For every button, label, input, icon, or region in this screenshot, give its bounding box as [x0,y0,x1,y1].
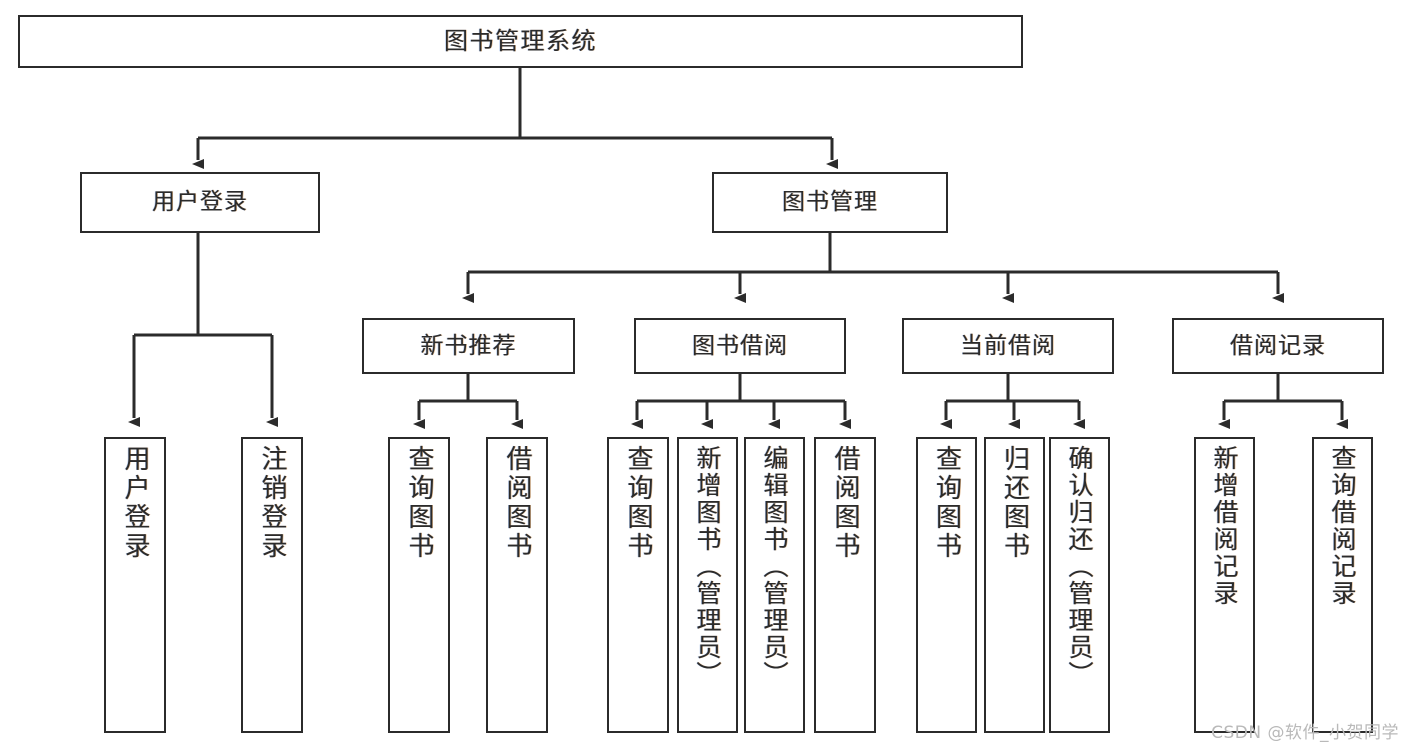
node-label: 借阅图书 [502,445,532,561]
node-label: 图书管理 [782,189,878,216]
leaf-borrow-book[interactable]: 借阅图书 [814,437,876,733]
node-label: 查询图书 [404,445,434,561]
node-label: 当前借阅 [960,332,1056,359]
node-user-login[interactable]: 用户登录 [80,172,320,233]
leaf-confirm-return-admin[interactable]: 确认归还（管理员） [1049,437,1110,733]
node-label: 用户登录 [152,189,248,216]
node-label: 新增借阅记录 [1210,445,1239,607]
leaf-return-book[interactable]: 归还图书 [984,437,1045,733]
node-book-borrow[interactable]: 图书借阅 [634,318,846,374]
leaf-borrow-book-rec[interactable]: 借阅图书 [486,437,548,733]
node-label: 图书借阅 [692,332,788,359]
leaf-query-book-current[interactable]: 查询图书 [916,437,977,733]
node-current-borrow[interactable]: 当前借阅 [902,318,1114,374]
node-label: 图书管理系统 [444,26,597,55]
leaf-query-book-borrow[interactable]: 查询图书 [607,437,669,733]
leaf-add-book-admin[interactable]: 新增图书（管理员） [677,437,738,733]
watermark-text: CSDN @软件_小贺同学 [1211,723,1399,743]
node-label: 新增图书（管理员） [693,445,722,688]
node-label: 用户登录 [120,445,150,561]
leaf-user-login[interactable]: 用户登录 [104,437,166,733]
node-label: 归还图书 [999,445,1030,561]
node-label: 编辑图书（管理员） [760,445,789,688]
leaf-query-borrow-record[interactable]: 查询借阅记录 [1312,437,1373,733]
leaf-add-borrow-record[interactable]: 新增借阅记录 [1194,437,1255,733]
node-label: 确认归还（管理员） [1065,445,1094,688]
node-book-manage[interactable]: 图书管理 [712,172,948,233]
node-label: 新书推荐 [420,332,517,359]
leaf-edit-book-admin[interactable]: 编辑图书（管理员） [744,437,805,733]
leaf-query-book-rec[interactable]: 查询图书 [388,437,450,733]
node-label: 借阅图书 [830,445,860,561]
node-borrow-record[interactable]: 借阅记录 [1172,318,1384,374]
node-label: 注销登录 [257,445,287,561]
node-label: 查询图书 [623,445,653,561]
leaf-logout[interactable]: 注销登录 [241,437,303,733]
node-label: 借阅记录 [1230,332,1326,359]
node-label: 查询借阅记录 [1328,445,1357,607]
node-new-book-rec[interactable]: 新书推荐 [362,318,575,374]
node-root-system[interactable]: 图书管理系统 [18,15,1023,68]
node-label: 查询图书 [931,445,962,561]
